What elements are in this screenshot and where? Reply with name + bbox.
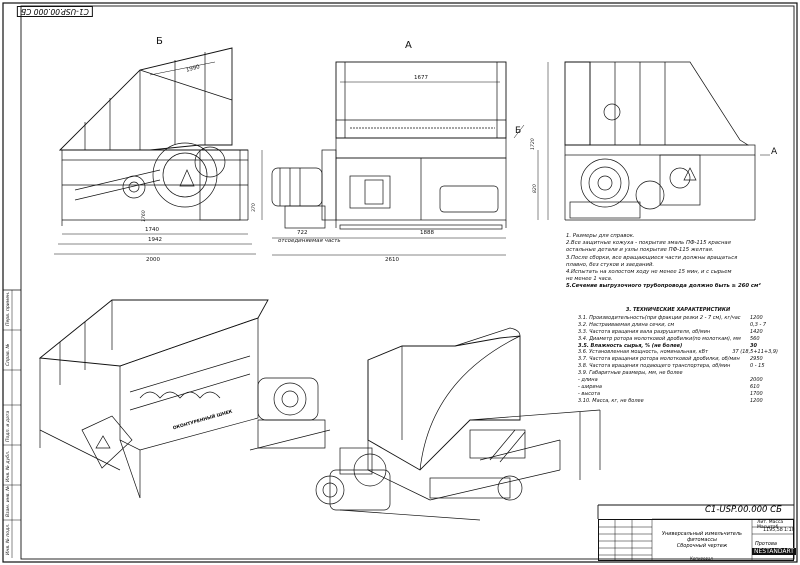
front-view-a: [271, 61, 507, 230]
note-8: 5.Сечение выгрузочного трубопровода долж…: [566, 283, 761, 290]
dim-left-h: 370: [252, 203, 257, 212]
spec-row: 3.7. Частота вращения ротора молотковой …: [578, 356, 763, 363]
dim-left-3: 2000: [146, 257, 160, 263]
inner-frame: [20, 5, 795, 560]
product-name: Универсальный измельчитель фитомассы: [661, 531, 742, 543]
margin-label: Перв. примен.: [6, 291, 11, 327]
nestandart-stamp: NESTANDART: [752, 548, 796, 555]
technical-specs: 3. ТЕХНИЧЕСКИЕ ХАРАКТЕРИСТИКИ 3.1. Произ…: [578, 307, 778, 405]
margin-label: Инв. № подл.: [6, 523, 11, 555]
note-2: 2.Все защитные кожуха - покрытие эмаль П…: [566, 240, 731, 247]
dim-right-h1: 1720: [531, 138, 536, 150]
title-block-code: С1-USP.00.000 СБ: [705, 505, 782, 515]
dim-left-2: 1942: [148, 237, 162, 243]
side-view-b: [58, 47, 249, 226]
top-document-code: С1-USP.00.000 СБ: [17, 6, 93, 17]
note-4: 3.После сборки, все вращающиеся части до…: [566, 254, 738, 261]
note-7: не менее 1 часа.: [566, 276, 613, 283]
dims-right: [537, 62, 770, 220]
specs-heading: 3. ТЕХНИЧЕСКИЕ ХАРАКТЕРИСТИКИ: [625, 307, 731, 313]
spec-row: 3.8. Частота вращения подающего транспор…: [578, 363, 765, 370]
section-arrow-b: Б: [515, 126, 522, 136]
view-label-a: А: [405, 40, 412, 51]
note-5: плавно, без стуков и заеданий.: [566, 261, 655, 268]
spec-row: 3.1. Производительность(при фракции резк…: [578, 314, 763, 321]
dim-left-1: 1740: [145, 227, 159, 233]
lit-mass-scale-header: Лит. Масса Масштаб: [757, 520, 784, 530]
spec-row: 3.4. Диаметр ротора молотковой дробилки(…: [578, 335, 760, 342]
spec-row: 3.6. Установленная мощность, номинальная…: [578, 349, 778, 356]
title-block-product: Универсальный измельчитель фитомассы Сбо…: [653, 531, 751, 549]
dim-side-h: 1760: [142, 210, 147, 222]
sheet-label: Протова: [755, 541, 777, 547]
isometric-view-right: [315, 327, 601, 521]
margin-label: Подп. и дата: [6, 410, 11, 442]
spec-row: 3.9. Габаритные размеры, мм, не более: [578, 370, 683, 377]
doc-type: Сборочный чертеж: [676, 543, 728, 549]
dim-front-inner: 1888: [420, 230, 434, 236]
detachable-part-note: отсоединяемая часть: [278, 238, 341, 244]
dim-front-overall: 2610: [385, 257, 399, 263]
isometric-view-left: [38, 299, 331, 499]
margin-label: Справ. №: [6, 343, 11, 366]
dim-right-h2: 820: [533, 184, 538, 193]
dim-front-left: 722: [297, 230, 308, 236]
dims-front: [272, 81, 525, 256]
section-arrow-a: А: [771, 147, 778, 157]
dim-side-top: 1677: [414, 75, 428, 81]
spec-row: 3.3. Частота вращения вала разрушителя, …: [578, 328, 763, 335]
side-view-right: [564, 61, 756, 221]
note-1: 1. Размеры для справок.: [566, 233, 635, 239]
note-3: остальные детали и узлы покрытие ПФ-115 …: [566, 247, 714, 254]
spec-row: 3.5. Влажность сырья, % (не более)30: [578, 342, 757, 349]
view-label-b: Б: [156, 36, 163, 47]
title-block: [598, 519, 794, 561]
dims-left: [54, 61, 263, 255]
margin-label: Взам. инв. №: [6, 485, 11, 517]
margin-label: Инв. № дубл.: [6, 450, 11, 482]
scale-value: 1:10: [784, 528, 795, 533]
copied-by: Копировал: [690, 556, 713, 561]
general-notes: 1. Размеры для справок. 2.Все защитные к…: [566, 233, 780, 291]
note-6: 4.Испытать на холостом ходу не менее 15 …: [566, 269, 732, 276]
mass-value: 1195,58: [763, 528, 783, 533]
